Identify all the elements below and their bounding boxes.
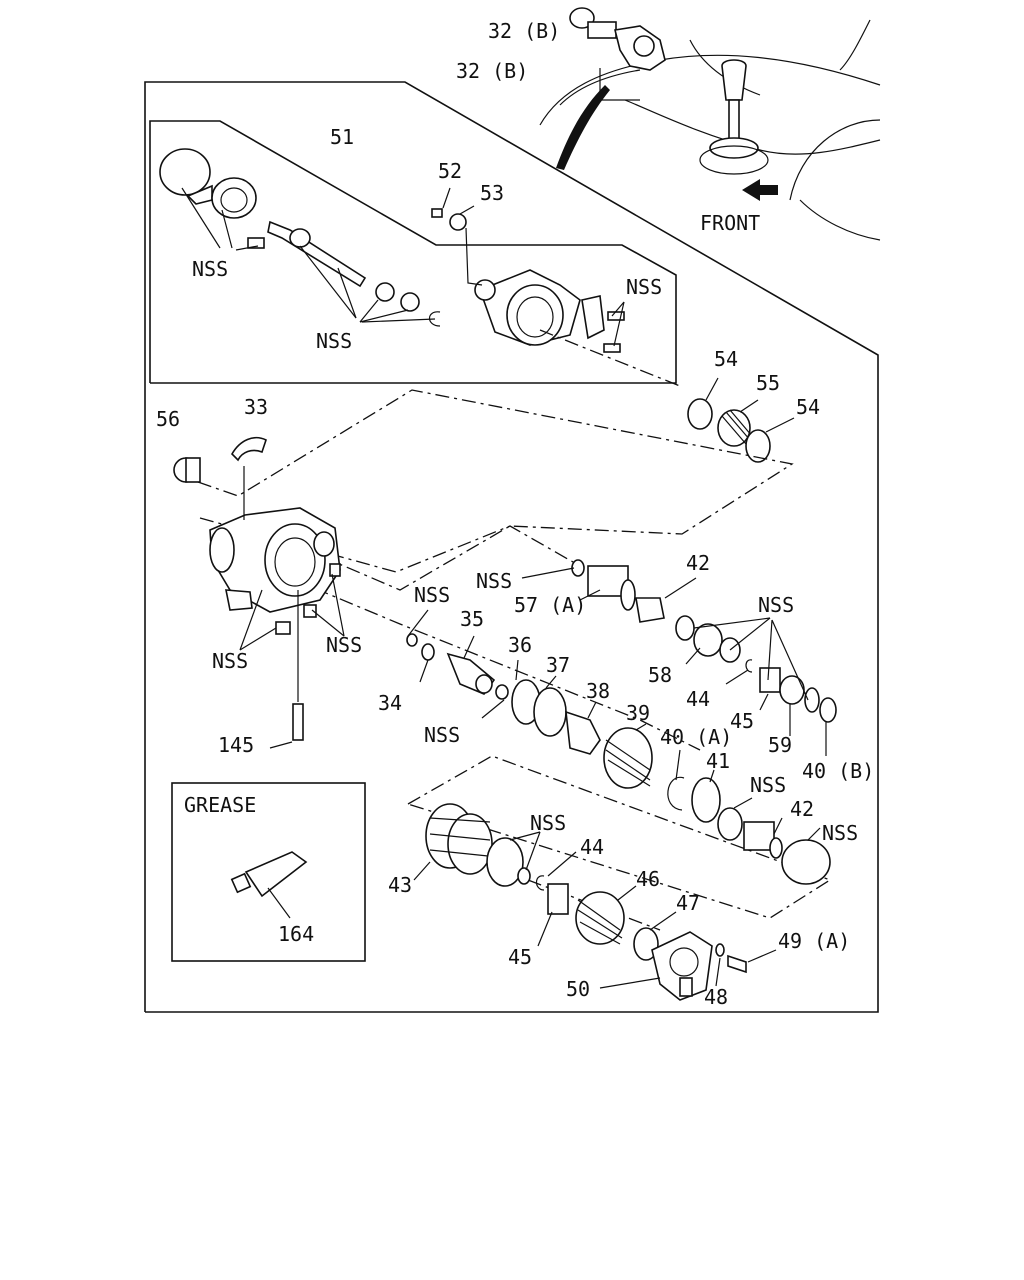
vehicle-context-sketch xyxy=(539,7,881,241)
callout-53: 53 xyxy=(480,181,504,205)
label-front: FRONT xyxy=(700,211,760,235)
callout-54: 54 xyxy=(796,395,820,419)
callout-nss: NSS xyxy=(192,257,228,281)
callout-49a: 49 (A) xyxy=(778,929,850,953)
callout-nss: NSS xyxy=(758,593,794,617)
part-54-55-54 xyxy=(687,377,795,463)
callout-42: 42 xyxy=(686,551,710,575)
callout-38: 38 xyxy=(586,679,610,703)
callout-37: 37 xyxy=(546,653,570,677)
label-grease-title: GREASE xyxy=(184,793,256,817)
piston-row-parts xyxy=(406,609,831,885)
callout-nss: NSS xyxy=(424,723,460,747)
main-housing xyxy=(173,436,345,749)
callout-59: 59 xyxy=(768,733,792,757)
callout-40b: 40 (B) xyxy=(802,759,874,783)
callout-33: 33 xyxy=(244,395,268,419)
callout-51: 51 xyxy=(330,125,354,149)
callout-47: 47 xyxy=(676,891,700,915)
assembly-51-frame xyxy=(149,120,677,384)
lower-parts xyxy=(413,803,777,1001)
callout-nss: NSS xyxy=(822,821,858,845)
callout-145: 145 xyxy=(218,733,254,757)
callout-42: 42 xyxy=(790,797,814,821)
label-grease-part: 164 xyxy=(278,922,314,946)
callout-48: 48 xyxy=(704,985,728,1009)
callout-nss: NSS xyxy=(530,811,566,835)
callout-58: 58 xyxy=(648,663,672,687)
callout-36: 36 xyxy=(508,633,532,657)
grease-tube-icon xyxy=(230,851,308,919)
callout-55: 55 xyxy=(756,371,780,395)
callout-nss: NSS xyxy=(414,583,450,607)
callout-41: 41 xyxy=(706,749,730,773)
callout-34: 34 xyxy=(378,691,402,715)
callout-32b-top: 32 (B) xyxy=(488,19,560,43)
callout-56: 56 xyxy=(156,407,180,431)
callout-nss: NSS xyxy=(316,329,352,353)
callout-46: 46 xyxy=(636,867,660,891)
callout-40a: 40 (A) xyxy=(660,725,732,749)
callout-45: 45 xyxy=(508,945,532,969)
callout-35: 35 xyxy=(460,607,484,631)
callout-nss: NSS xyxy=(212,649,248,673)
callout-32b: 32 (B) xyxy=(456,59,528,83)
callout-nss: NSS xyxy=(326,633,362,657)
callout-nss: NSS xyxy=(626,275,662,299)
callout-57a: 57 (A) xyxy=(514,593,586,617)
grease-box xyxy=(171,782,366,962)
callout-54: 54 xyxy=(714,347,738,371)
callout-39: 39 xyxy=(626,701,650,725)
callout-50: 50 xyxy=(566,977,590,1001)
assembly-51-parts xyxy=(159,148,625,353)
middle-chain-parts xyxy=(521,559,837,756)
callout-43: 43 xyxy=(388,873,412,897)
callout-45: 45 xyxy=(730,709,754,733)
main-frame xyxy=(144,81,879,1013)
callout-44: 44 xyxy=(686,687,710,711)
callout-44: 44 xyxy=(580,835,604,859)
callout-nss: NSS xyxy=(476,569,512,593)
callout-52: 52 xyxy=(438,159,462,183)
callout-nss: NSS xyxy=(750,773,786,797)
